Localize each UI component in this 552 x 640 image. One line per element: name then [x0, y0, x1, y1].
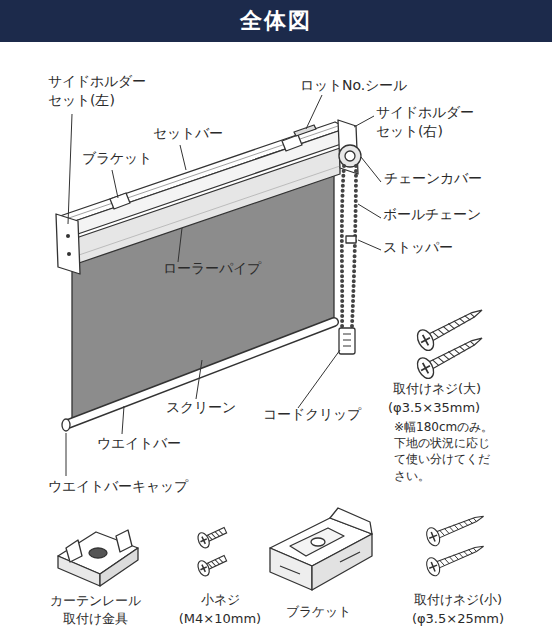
ball-chain	[342, 166, 356, 330]
rail-fitting	[58, 530, 138, 586]
part-label: 小ネジ	[165, 591, 275, 609]
screws-small	[424, 508, 487, 578]
weight-bar-cap	[62, 419, 70, 431]
part-label: コードクリップ	[263, 405, 361, 424]
part-label: ウエイトバー	[97, 434, 181, 453]
part-label: (M4×10mm)	[165, 610, 275, 628]
lot-sticker	[294, 125, 316, 136]
part-label: 取付けネジ(大)	[393, 380, 481, 398]
set-bar	[60, 122, 347, 222]
part-label: セットバー	[153, 124, 223, 143]
part-label: 取付けネジ(小)	[393, 591, 523, 609]
part-label: (φ3.5×35mm)	[388, 399, 480, 417]
part-label: チェーンカバー	[384, 169, 482, 188]
page-title: 全体図	[0, 0, 552, 42]
part-label: ブラケット	[82, 149, 152, 168]
part-label: ストッパー	[383, 238, 453, 257]
part-label: ロットNo.シール	[300, 76, 407, 95]
part-label: ウエイトバーキャップ	[48, 477, 188, 496]
screws-large	[414, 300, 487, 381]
part-label: カーテンレール 取付け金具	[37, 592, 153, 627]
machine-screws	[196, 523, 229, 578]
part-label: ボールチェーン	[383, 205, 481, 224]
bracket	[110, 193, 130, 209]
part-label: スクリーン	[166, 398, 236, 417]
part-label: ローラーパイプ	[163, 259, 261, 278]
part-label: (φ3.5×25mm)	[393, 610, 523, 628]
part-label: サイドホルダー セット(左)	[48, 72, 160, 110]
bracket-part	[270, 508, 372, 590]
part-label: サイドホルダー セット(右)	[376, 103, 488, 141]
chain-cover	[339, 145, 361, 167]
leader-lines	[66, 95, 381, 476]
blind	[56, 120, 361, 431]
cord-clip	[339, 328, 355, 354]
part-label: ※幅180cmのみ。 下地の状況に応じ て使い分けてくだ さい。	[394, 419, 500, 484]
stopper	[346, 236, 356, 243]
part-label: ブラケット	[263, 603, 373, 621]
